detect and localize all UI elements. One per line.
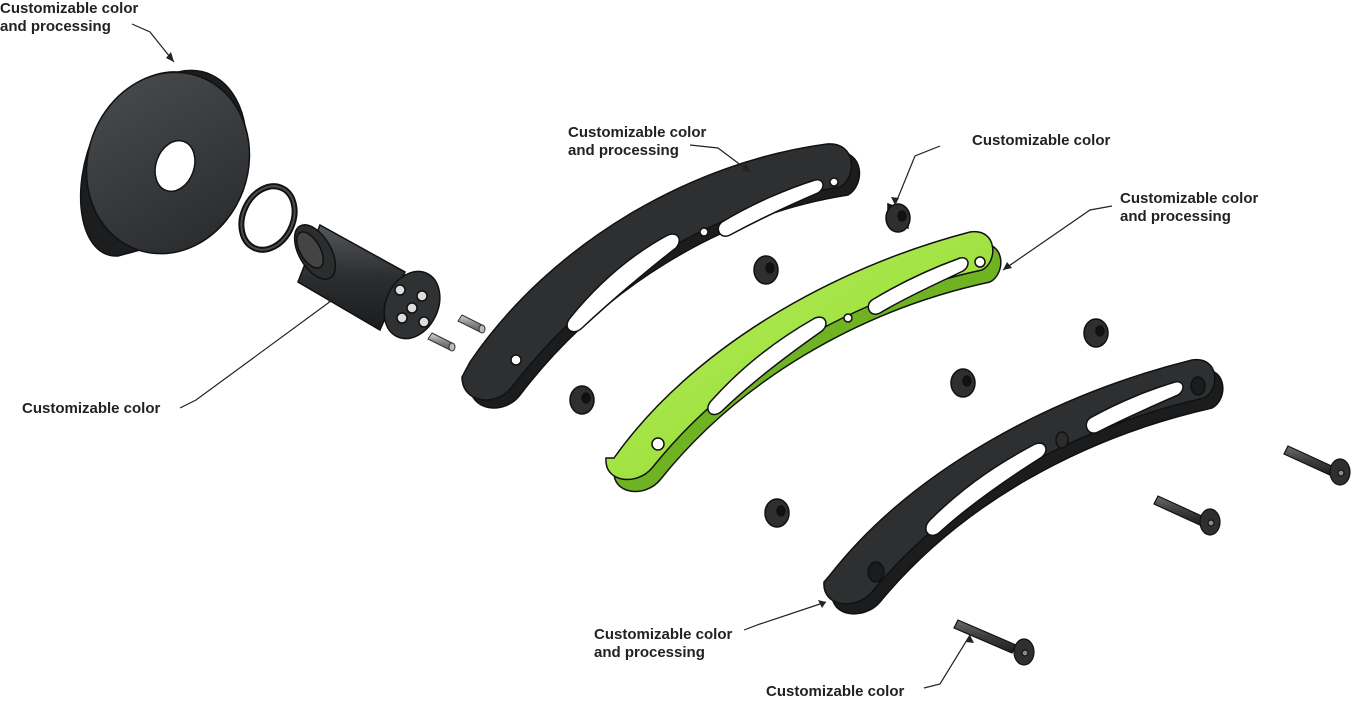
spacer-nut (950, 368, 976, 398)
callout-line: Customizable color (766, 683, 905, 700)
callout-green-arm: Customizable color and processing (1120, 190, 1258, 226)
callout-line: Customizable color (568, 124, 707, 141)
callout-line: and processing (1120, 208, 1231, 225)
callout-line: Customizable color (1120, 190, 1259, 207)
spacer-nut (764, 498, 790, 528)
spacer-nut (1083, 318, 1109, 348)
o-ring (238, 183, 298, 253)
spacer-nut (753, 255, 779, 285)
cylindrical-hub (293, 223, 441, 340)
callout-line: and processing (594, 644, 705, 661)
callout-spacer-nut: Customizable color (972, 132, 1110, 150)
callout-line: Customizable color (0, 0, 139, 17)
callout-hub: Customizable color (22, 400, 160, 418)
dowel-pin (457, 314, 486, 334)
leader-lines (131, 23, 1113, 689)
callout-line: Customizable color (972, 132, 1111, 149)
upper-black-curved-arm (461, 143, 861, 409)
lower-black-curved-arm (823, 359, 1224, 615)
countersunk-screw (953, 619, 1035, 666)
spacer-nut (569, 385, 595, 415)
callout-line: Customizable color (22, 400, 161, 417)
callout-line: and processing (568, 142, 679, 159)
green-curved-arm (605, 231, 1002, 493)
callout-lower-arm: Customizable color and processing (594, 626, 732, 662)
countersunk-screw (1153, 495, 1221, 536)
spacer-nut (885, 202, 911, 233)
dowel-pin (427, 332, 456, 352)
callout-screw: Customizable color (766, 683, 904, 701)
callout-line: Customizable color (594, 626, 733, 643)
leader-arrowheads (166, 52, 1012, 643)
callout-line: and processing (0, 18, 111, 35)
callout-upper-arm: Customizable color and processing (568, 124, 706, 160)
callout-disc: Customizable color and processing (0, 0, 138, 36)
countersunk-screw (1283, 445, 1351, 486)
large-cylindrical-disc (79, 69, 251, 257)
